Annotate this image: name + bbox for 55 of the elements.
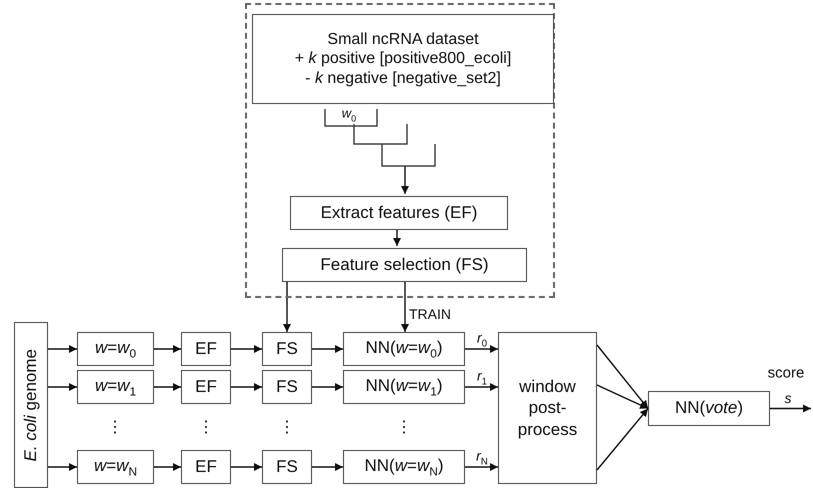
arrow <box>154 345 181 353</box>
process-box: w=w$_{N}$ <box>77 450 154 484</box>
ellipsis-mark: ⋮ <box>396 420 412 436</box>
arrow <box>312 383 343 391</box>
arrow <box>48 463 77 471</box>
arrow <box>48 383 77 391</box>
arrow <box>393 228 401 246</box>
arrow <box>465 383 498 391</box>
process-box: NN(w=w$_{0}$) <box>343 332 465 366</box>
process-box: w=w$_{0}$ <box>77 332 154 366</box>
window-size-label: w$_{0}$ <box>342 106 356 124</box>
dashed-group-frame <box>245 3 555 298</box>
process-box: Extract features (EF) <box>290 196 508 230</box>
sliding-window-drawing <box>324 108 436 168</box>
arrow <box>48 345 77 353</box>
arrow <box>231 463 262 471</box>
arrow <box>401 280 409 332</box>
process-box: FS <box>262 332 312 366</box>
edge-label: r$_{1}$ <box>476 368 488 388</box>
arrow <box>312 345 343 353</box>
ellipsis-mark: ⋮ <box>279 420 295 436</box>
arrow <box>465 345 498 353</box>
output-label: score <box>768 366 804 380</box>
ellipsis-mark: ⋮ <box>198 420 214 436</box>
process-box: EF <box>181 450 231 484</box>
process-box: Small ncRNA dataset + k positive [positive800_ecoli] - k negative [negative_set2] <box>252 14 554 104</box>
arrow <box>312 463 343 471</box>
process-box: FS <box>262 450 312 484</box>
process-box: NN(w=w$_{1}$) <box>343 370 465 404</box>
arrow <box>231 345 262 353</box>
arrow <box>401 166 409 194</box>
process-box: EF <box>181 370 231 404</box>
edge-label: r$_{0}$ <box>476 330 488 350</box>
arrow <box>596 344 649 409</box>
arrow <box>154 463 181 471</box>
arrow <box>154 383 181 391</box>
process-box: EF <box>181 332 231 366</box>
arrow <box>770 404 811 412</box>
arrow <box>465 463 498 471</box>
arrow <box>231 383 262 391</box>
edge-label: TRAIN <box>409 307 451 321</box>
process-box <box>14 322 48 488</box>
process-box: w=w$_{1}$ <box>77 370 154 404</box>
process-box: window post-process <box>498 332 597 484</box>
edge-label: r$_{N}$ <box>476 448 488 468</box>
ellipsis-mark: ⋮ <box>107 420 123 436</box>
arrow <box>283 280 291 332</box>
process-box: NN(w=w$_{N}$) <box>343 450 465 484</box>
node-label: E. coli genome <box>20 348 41 462</box>
edge-label: s <box>784 391 792 405</box>
process-box: NN(vote) <box>648 391 770 426</box>
process-box: FS <box>262 370 312 404</box>
arrow <box>596 408 649 470</box>
process-box: Feature selection (FS) <box>282 248 527 282</box>
arrow <box>596 384 648 410</box>
